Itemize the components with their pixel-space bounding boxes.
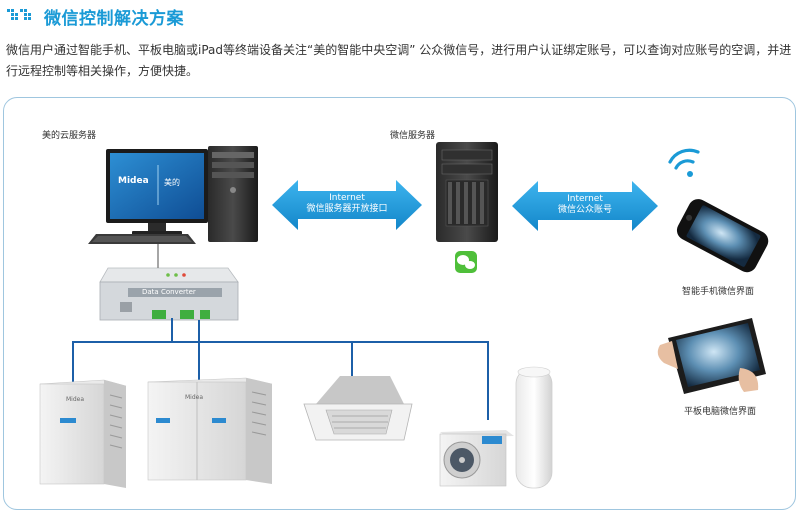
arrow-right-line2: 微信公众账号	[557, 205, 612, 215]
description-text: 微信用户通过智能手机、平板电脑或iPad等终端设备关注“美的智能中央空调” 公众…	[6, 43, 792, 78]
smartphone	[676, 199, 769, 273]
wechat-server-label: 微信服务器	[390, 131, 436, 141]
wechat-logo-icon	[455, 251, 477, 273]
arrow-left-text: Internet 微信服务器开放接口	[298, 193, 396, 215]
cassette-indoor-unit	[303, 376, 413, 441]
cloud-server-tower	[208, 146, 258, 242]
unit1-brand: Midea	[66, 396, 85, 403]
keyboard	[88, 234, 196, 244]
bus-lines	[72, 318, 489, 420]
cloud-server-label: 美的云服务器	[42, 131, 97, 141]
arrow-right-text: Internet 微信公众账号	[538, 194, 632, 216]
monitor-sub-text: 美的	[164, 178, 180, 187]
converter-label: Data Converter	[142, 288, 196, 296]
unit2-brand: Midea	[185, 394, 204, 401]
double-chevron-icon	[6, 7, 36, 25]
arrow-left-internet	[272, 180, 422, 230]
arrow-left-line1: Internet	[329, 193, 365, 203]
split-ac-outdoor-unit	[439, 430, 514, 487]
outdoor-unit-2	[147, 377, 273, 484]
monitor-brand-text: Midea	[118, 176, 149, 186]
page-title: 微信控制解决方案	[44, 8, 184, 29]
section-header: 微信控制解决方案	[6, 3, 184, 29]
outdoor-unit-1	[39, 379, 127, 488]
arrow-right-internet	[512, 181, 658, 231]
phone-label: 智能手机微信界面	[682, 287, 755, 297]
cloud-server-monitor	[106, 149, 208, 236]
water-heater-tank	[515, 366, 553, 489]
wechat-server-tower	[436, 142, 498, 242]
tablet	[657, 318, 766, 394]
wifi-icon	[668, 148, 700, 177]
data-converter	[99, 267, 239, 321]
arrow-right-line1: Internet	[567, 194, 603, 204]
arrow-left-line2: 微信服务器开放接口	[306, 204, 388, 214]
tablet-label: 平板电脑微信界面	[684, 407, 757, 417]
